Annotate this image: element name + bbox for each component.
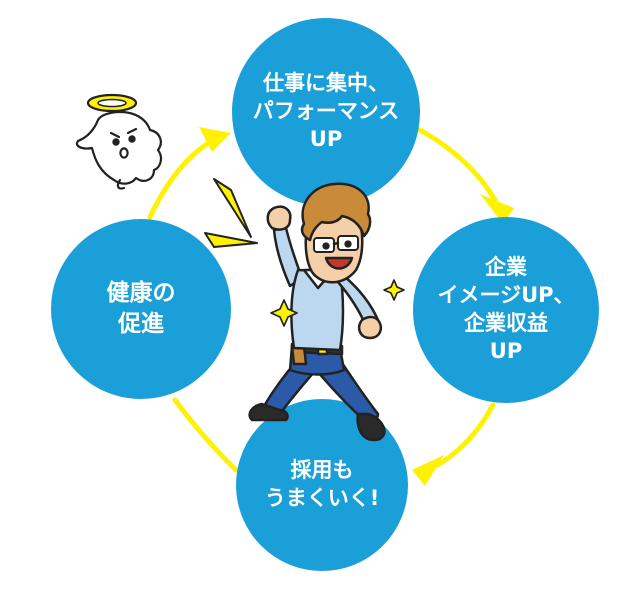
node-left: 健康の 促進 <box>51 219 231 399</box>
node-right-line-4: UP <box>489 338 523 363</box>
arrow-left-to-top <box>147 137 216 220</box>
excited-man-illustration <box>248 182 386 442</box>
node-right: 企業 イメージUP、 企業収益 UP <box>413 217 599 403</box>
node-top-line-1: 仕事に集中、 <box>263 71 389 96</box>
burst-shard-1 <box>213 178 252 238</box>
burst-shard-2 <box>204 232 258 248</box>
node-right-line-2: イメージUP、 <box>437 283 575 308</box>
node-top-line-2: パフォーマンス <box>252 99 400 124</box>
sparkle-icon <box>383 279 405 301</box>
arrowhead-top <box>199 127 231 152</box>
node-top-line-3: UP <box>309 126 343 151</box>
node-bottom-line-1: 採用も <box>290 458 354 483</box>
arrowhead-bottom <box>412 455 444 486</box>
arc-bottom-to-left <box>172 397 239 473</box>
arrowhead-right <box>480 194 514 224</box>
sparkles <box>270 279 405 327</box>
arrow-right-to-bottom <box>429 402 496 471</box>
node-right-line-1: 企業 <box>485 255 527 280</box>
arrow-top-to-right <box>417 127 498 203</box>
node-left-line-1: 健康の <box>106 280 176 307</box>
node-right-line-3: 企業収益 <box>464 311 548 335</box>
node-top: 仕事に集中、 パフォーマンス UP <box>232 18 420 206</box>
burst-shards <box>204 178 258 248</box>
angel-ghost-icon <box>75 93 163 190</box>
node-left-line-2: 促進 <box>118 311 164 337</box>
node-bottom-line-2: うまくいく! <box>264 486 380 510</box>
sparkle-icon <box>270 299 298 327</box>
